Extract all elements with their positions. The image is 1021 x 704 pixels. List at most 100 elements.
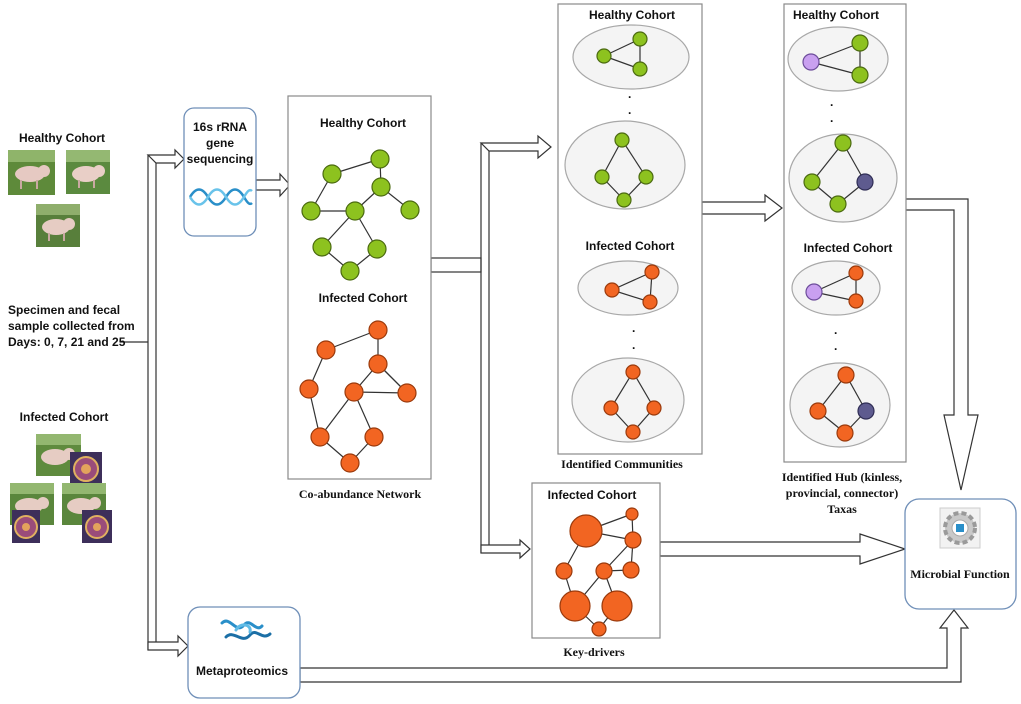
network-node	[312, 237, 332, 257]
network-node	[569, 514, 603, 548]
virus-icon	[70, 452, 102, 486]
network-node	[340, 261, 360, 281]
network-node	[595, 562, 613, 580]
connectors	[120, 134, 979, 683]
communities-healthy-title: Healthy Cohort	[589, 8, 675, 22]
network-node	[644, 264, 660, 280]
arrow-to-communities	[479, 134, 552, 160]
network-node	[601, 590, 633, 622]
network-node	[400, 200, 420, 220]
network-node	[345, 201, 365, 221]
network-node	[851, 66, 869, 84]
network-node	[299, 379, 319, 399]
hub-node	[802, 53, 820, 71]
keydrivers-panel: Infected Cohort Key-drivers	[531, 482, 661, 659]
community-network	[603, 364, 662, 440]
hub-node	[856, 173, 874, 191]
network-node	[632, 61, 648, 77]
network-node	[368, 320, 388, 340]
arrow-to-keydrivers-b	[480, 538, 531, 560]
ellipsis-dot: .	[632, 338, 635, 352]
coabundance-caption: Co-abundance Network	[299, 487, 422, 501]
network-node	[848, 265, 864, 281]
arrow-to-hubs	[701, 193, 783, 223]
community-ellipse	[571, 357, 685, 443]
network-node	[622, 561, 640, 579]
sequencing-line-1: 16s rRNA	[193, 120, 247, 134]
virus-icon	[12, 510, 40, 543]
microbial-function-label: Microbial Function	[910, 567, 1010, 581]
network-node	[344, 382, 364, 402]
specimen-line-3: Days: 0, 7, 21 and 25	[8, 335, 126, 349]
arrow-metaproteomics-to-microbial	[299, 609, 970, 683]
network-node	[364, 427, 384, 447]
gear-icon	[939, 507, 981, 549]
network-node	[594, 169, 610, 185]
network-node	[834, 134, 852, 152]
community-ellipse	[577, 260, 679, 316]
hub-node	[805, 283, 823, 301]
healthy-pig-photo-1	[8, 150, 55, 195]
network-node	[625, 507, 639, 521]
hubs-panel: Healthy Cohort . . Infected Cohort	[782, 3, 907, 516]
hub-ellipse	[789, 362, 891, 448]
communities-panel: Healthy Cohort . . Infected Cohort	[557, 3, 703, 471]
ellipsis-dot: .	[830, 111, 833, 125]
hub-ellipse	[788, 133, 898, 223]
protein-ribbon-icon	[220, 619, 272, 640]
arrow-keydrivers-to-microbial	[659, 533, 907, 565]
network-node	[616, 192, 632, 208]
network-node	[809, 402, 827, 420]
network-node	[851, 34, 869, 52]
healthy-pig-photo-3	[36, 204, 80, 247]
ellipsis-dot: .	[834, 339, 837, 353]
network-node	[596, 48, 612, 64]
dna-helix-icon	[188, 188, 253, 206]
community-ellipse	[564, 120, 686, 210]
hubs-healthy-title: Healthy Cohort	[793, 8, 879, 22]
community-network	[604, 264, 660, 310]
hubs-caption-line-2: provincial, connector)	[786, 486, 898, 500]
connector-coabundance-out	[430, 257, 482, 273]
network-node	[614, 132, 630, 148]
network-node	[371, 177, 391, 197]
healthy-pig-photo-2	[66, 150, 110, 194]
infected-network	[299, 320, 417, 473]
hub-network	[802, 34, 869, 84]
network-node	[340, 453, 360, 473]
ellipsis-dot: .	[628, 103, 631, 117]
communities-infected-title: Infected Cohort	[586, 239, 675, 253]
network-node	[625, 364, 641, 380]
inputs-column: Healthy Cohort Specimen and fecal	[8, 131, 135, 543]
virus-icon	[82, 510, 112, 543]
keydrivers-title: Infected Cohort	[548, 488, 637, 502]
network-node	[368, 354, 388, 374]
network-node	[397, 383, 417, 403]
keydrivers-caption: Key-drivers	[563, 645, 625, 659]
network-node	[632, 31, 648, 47]
network-node	[603, 400, 619, 416]
coabundance-healthy-title: Healthy Cohort	[320, 116, 406, 130]
network-node	[301, 201, 321, 221]
ellipsis-dot: .	[632, 321, 635, 335]
arrow-to-metaproteomics	[147, 634, 189, 658]
hubs-infected-title: Infected Cohort	[804, 241, 893, 255]
network-node	[803, 173, 821, 191]
network-node	[604, 282, 620, 298]
coabundance-panel: Healthy Cohort Infected Cohort	[287, 95, 432, 501]
network-node	[555, 562, 573, 580]
coabundance-infected-title: Infected Cohort	[319, 291, 408, 305]
network-node	[316, 340, 336, 360]
ellipsis-dot: .	[830, 95, 833, 109]
arrow-to-sequencing	[146, 148, 185, 170]
healthy-network	[301, 149, 420, 281]
hub-ellipse	[791, 260, 881, 316]
hubs-caption-line-1: Identified Hub (kinless,	[782, 470, 902, 484]
metaproteomics-label: Metaproteomics	[196, 664, 288, 678]
community-network	[594, 132, 654, 208]
network-node	[625, 424, 641, 440]
network-node	[829, 195, 847, 213]
specimen-line-1: Specimen and fecal	[8, 303, 120, 317]
network-node	[646, 400, 662, 416]
network-node	[322, 164, 342, 184]
